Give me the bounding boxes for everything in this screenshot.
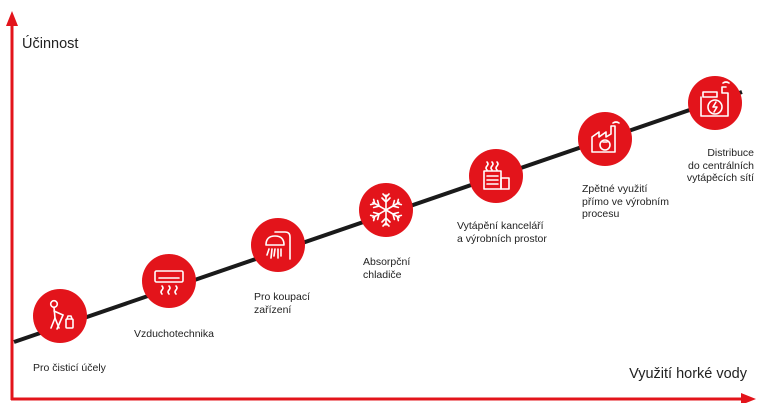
heating-plant-icon [688,76,742,130]
air-conditioner-icon [142,254,196,308]
cleaning-person-icon [33,289,87,343]
y-axis-label: Účinnost [22,36,79,52]
step-label-office-heating: Vytápění kanceláří a výrobních prostor [457,220,547,245]
step-label-cleaning: Pro čisticí účely [33,362,106,374]
factory-recycle-icon [578,112,632,166]
x-axis-label: Využití horké vody [629,366,747,382]
step-label-district-heating: Distribuce do centrálních vytápěcích sít… [686,147,754,184]
y-axis-arrow [6,11,18,26]
step-label-ventilation: Vzduchotechnika [134,328,214,340]
x-axis-arrow [741,393,756,403]
shower-icon [251,218,305,272]
snowflake-icon [359,183,413,237]
office-heating-icon [469,149,523,203]
step-label-bathing: Pro koupací zařízení [254,291,311,316]
step-label-absorption: Absorpční chladiče [363,256,411,281]
step-label-process-reuse: Zpětné využití přímo ve výrobním procesu [582,183,669,220]
